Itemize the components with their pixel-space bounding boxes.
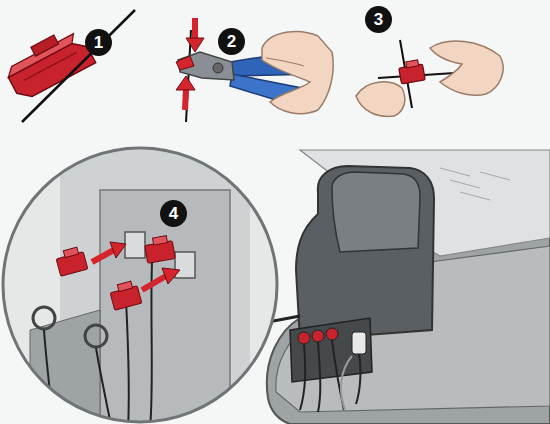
- charging-station: [267, 150, 550, 424]
- zoom-inset: [3, 148, 277, 424]
- callout-number: 3: [365, 6, 392, 33]
- callout-number: 2: [218, 28, 245, 55]
- hands-step-3: [356, 40, 503, 116]
- connector-step-1: [1, 10, 135, 122]
- callout-number: 1: [85, 29, 112, 56]
- callout-number: 4: [160, 200, 187, 227]
- pliers-step-2: [176, 18, 333, 122]
